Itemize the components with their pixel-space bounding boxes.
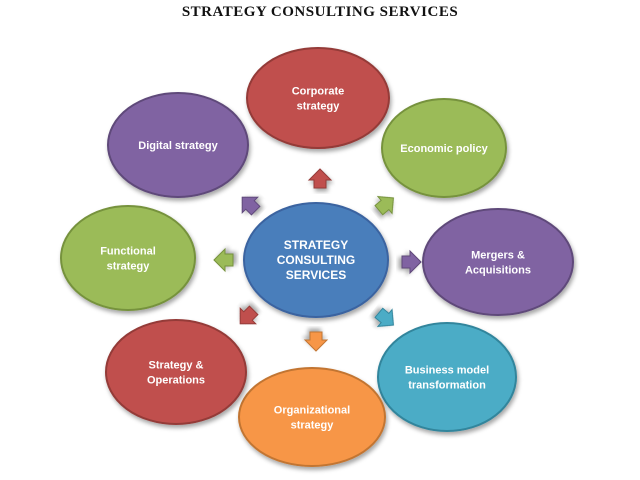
organizational-strategy-label: Organizational	[274, 405, 350, 417]
business-model-transformation-arrow	[374, 307, 394, 328]
economic-policy-node: Economic policy	[381, 98, 507, 198]
corporate-strategy-label: strategy	[297, 101, 341, 113]
organizational-strategy-node: Organizational strategy	[238, 367, 386, 467]
corporate-strategy-ellipse	[246, 47, 390, 149]
economic-policy-label: Economic policy	[400, 143, 488, 155]
business-model-transformation-ellipse	[377, 322, 517, 432]
organizational-strategy-arrow	[303, 331, 329, 352]
digital-strategy-ellipse	[107, 92, 249, 198]
center-label: CONSULTING	[277, 253, 355, 267]
organizational-strategy-label: strategy	[291, 420, 335, 432]
business-model-transformation-label: Business model	[405, 365, 489, 377]
diagram-title: STRATEGY CONSULTING SERVICES	[181, 4, 459, 20]
digital-strategy-node: Digital strategy	[107, 92, 249, 198]
mergers-acquisitions-ellipse	[422, 208, 574, 316]
corporate-strategy-arrow	[307, 168, 333, 189]
center-ellipse	[243, 202, 389, 318]
strategy-operations-ellipse	[105, 319, 247, 425]
corporate-strategy-node: Corporate strategy	[246, 47, 390, 149]
functional-strategy-ellipse	[60, 205, 196, 311]
corporate-strategy-label: Corporate	[292, 86, 345, 98]
economic-policy-arrow	[374, 195, 394, 216]
digital-strategy-label: Digital strategy	[138, 140, 218, 152]
digital-strategy-arrow	[241, 196, 261, 216]
functional-strategy-label: strategy	[107, 261, 151, 273]
economic-policy-ellipse	[381, 98, 507, 198]
strategy-operations-label: Operations	[147, 375, 205, 387]
center-label: SERVICES	[286, 268, 346, 282]
strategy-operations-node: Strategy & Operations	[105, 319, 247, 425]
organizational-strategy-ellipse	[238, 367, 386, 467]
functional-strategy-arrow	[213, 247, 234, 273]
mergers-acquisitions-label: Acquisitions	[465, 265, 531, 277]
mergers-acquisitions-arrow	[401, 249, 422, 275]
strategy-operations-label: Strategy &	[148, 360, 203, 372]
functional-strategy-label: Functional	[100, 246, 156, 258]
mergers-acquisitions-label: Mergers &	[471, 250, 525, 262]
strategy-operations-arrow	[239, 305, 259, 325]
business-model-transformation-label: transformation	[408, 380, 486, 392]
center-label: STRATEGY	[284, 238, 348, 252]
functional-strategy-node: Functional strategy	[60, 205, 196, 311]
business-model-transformation-node: Business model transformation	[377, 322, 517, 432]
mergers-acquisitions-node: Mergers & Acquisitions	[422, 208, 574, 316]
arrows-layer	[213, 168, 422, 352]
